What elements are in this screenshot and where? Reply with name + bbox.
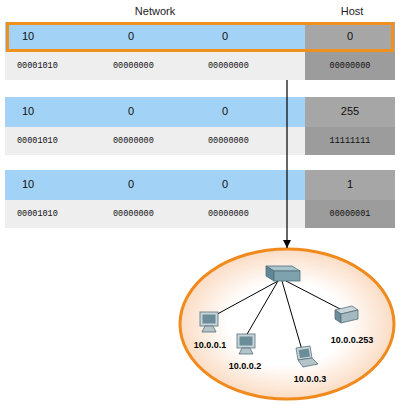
decimal-octet: 10	[22, 105, 34, 118]
screen	[299, 349, 311, 359]
decimal-octet: 0	[128, 105, 134, 118]
decimal-octet: 0	[222, 105, 228, 118]
ip-address: 10.0.0.1	[194, 340, 227, 351]
binary-octet: 00001010	[17, 209, 58, 220]
switch-icon	[266, 266, 300, 281]
printer-icon	[335, 306, 358, 323]
binary-octet: 00000001	[330, 209, 371, 220]
highlight-frame	[6, 22, 394, 52]
stand	[202, 326, 216, 332]
printer-side	[335, 310, 341, 323]
laptop-screen	[296, 346, 312, 360]
screen	[203, 315, 216, 324]
binary-octet: 00001010	[17, 61, 58, 72]
pc-icon	[200, 312, 218, 332]
decimal-octet: 255	[341, 105, 359, 118]
wire	[286, 281, 342, 310]
monitor	[200, 312, 218, 326]
monitor	[237, 334, 255, 348]
decimal-octet: 1	[347, 178, 353, 191]
laptop-base	[298, 358, 318, 367]
binary-octet: 00000000	[208, 136, 249, 147]
laptop-icon	[296, 346, 318, 367]
decimal-octet: 0	[347, 30, 353, 43]
arrow-connector	[286, 80, 287, 248]
printer-front	[341, 310, 358, 323]
binary-octet: 00000000	[113, 209, 154, 220]
pc-icon	[237, 334, 255, 354]
binary-octet: 00000000	[113, 61, 154, 72]
binary-octet: 11111111	[330, 136, 371, 147]
decimal-octet: 10	[22, 30, 34, 43]
address-row: 10 0 0 0 00001010 00000000 00000000 00000000	[5, 22, 395, 80]
network-ellipse	[180, 249, 394, 399]
binary-octet: 00000000	[208, 61, 249, 72]
binary-octet: 00000000	[208, 209, 249, 220]
wire	[246, 281, 278, 336]
ip-address: 10.0.0.3	[294, 374, 327, 385]
binary-octet: 00000000	[330, 61, 371, 72]
network-wires	[210, 281, 342, 350]
screen	[240, 337, 253, 346]
decimal-octet: 0	[128, 178, 134, 191]
ip-address: 10.0.0.253	[331, 335, 374, 346]
stand	[239, 348, 253, 354]
switch-side	[266, 266, 274, 281]
address-row: 10 0 0 255 00001010 00000000 00000000 11111111	[5, 97, 395, 155]
switch-front	[274, 271, 300, 281]
decimal-octet: 0	[222, 30, 228, 43]
binary-octet: 00001010	[17, 136, 58, 147]
decimal-octet: 0	[128, 30, 134, 43]
column-header: Host	[341, 5, 364, 18]
address-row: 10 0 0 1 00001010 00000000 00000000 00000001	[5, 170, 395, 228]
decimal-octet: 0	[222, 178, 228, 191]
ip-address: 10.0.0.2	[229, 361, 262, 372]
wire	[282, 281, 302, 350]
decimal-octet: 10	[22, 178, 34, 191]
column-header: Network	[135, 5, 175, 18]
binary-octet: 00000000	[113, 136, 154, 147]
